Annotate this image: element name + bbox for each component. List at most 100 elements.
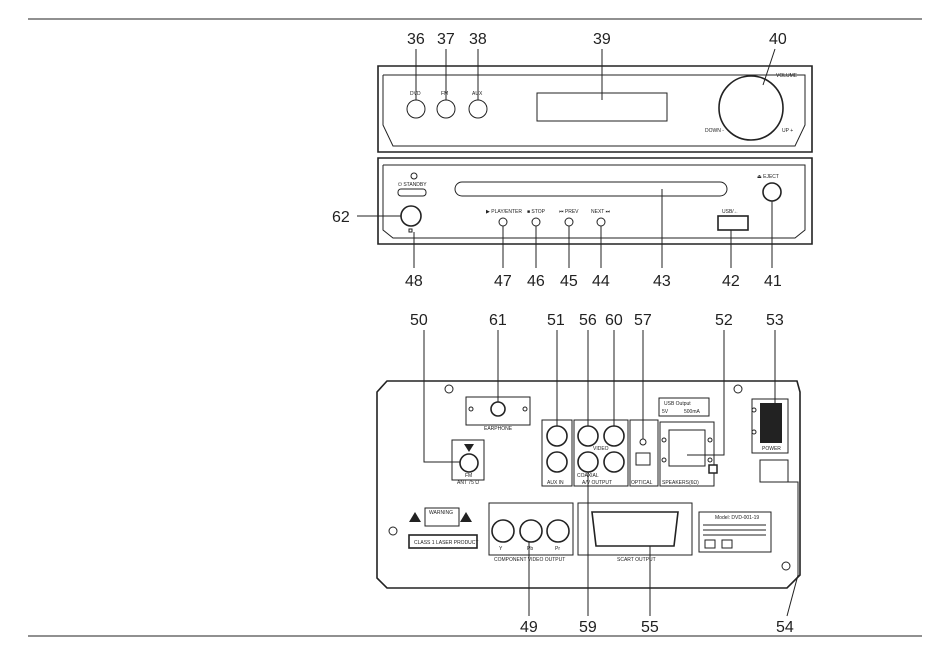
speakers-label: SPEAKERS(6Ω) <box>662 480 699 486</box>
standby-button[interactable] <box>397 188 427 197</box>
play-label: ▶ PLAY/ENTER <box>486 209 522 215</box>
model-label: Model: DVD-001-19 <box>715 515 759 521</box>
earphone-label: EARPHONE <box>484 426 513 432</box>
aux-in-panel <box>541 419 573 487</box>
callout-50: 50 <box>410 312 428 329</box>
callout-37: 37 <box>437 31 455 48</box>
power-cord-inlet <box>759 459 789 483</box>
callout-49: 49 <box>520 619 538 636</box>
callout-44: 44 <box>592 273 610 290</box>
av-output-label: A/V OUTPUT <box>582 480 612 486</box>
optical-port[interactable] <box>635 452 651 466</box>
standby-indicator <box>410 172 418 180</box>
fm-antenna-panel <box>451 439 485 481</box>
disc-slot[interactable] <box>454 181 728 197</box>
speaker-terminals[interactable] <box>668 429 706 467</box>
av-left-jack[interactable] <box>603 425 625 447</box>
laser-label: CLASS 1 LASER PRODUCT <box>414 540 478 546</box>
fm-ohm-label: ANT 75 Ω <box>457 480 479 486</box>
prev-button[interactable] <box>564 217 574 227</box>
component-pb-jack[interactable] <box>519 519 543 543</box>
scart-label: SCART OUTPUT <box>617 557 656 563</box>
callout-38: 38 <box>469 31 487 48</box>
volume-up-label: UP + <box>782 128 793 134</box>
callout-62: 62 <box>332 209 350 226</box>
fm-antenna-jack[interactable] <box>459 453 479 473</box>
av-right-jack[interactable] <box>603 451 625 473</box>
fm-ant-label: FM <box>465 473 472 479</box>
power-panel <box>751 398 789 454</box>
dvd-button[interactable] <box>406 99 426 119</box>
component-y-jack[interactable] <box>491 519 515 543</box>
power-label: POWER <box>762 446 781 452</box>
scart-connector[interactable] <box>591 511 679 547</box>
ir-sensor <box>408 228 413 233</box>
volume-label: VOLUME <box>776 73 798 79</box>
next-button[interactable] <box>596 217 606 227</box>
callout-51: 51 <box>547 312 565 329</box>
scart-panel <box>577 502 693 556</box>
usb-output-label-1: USB Output <box>664 401 691 407</box>
video-jack[interactable] <box>577 425 599 447</box>
warning-icon <box>409 512 421 522</box>
screw <box>781 561 791 571</box>
aux-label: AUX <box>472 91 483 97</box>
optical-panel <box>629 419 659 487</box>
speakers-panel <box>659 421 715 487</box>
callout-61: 61 <box>489 312 507 329</box>
earphone-jack[interactable] <box>490 401 506 417</box>
screw <box>733 384 743 394</box>
usb-output-label-2: 5V <box>662 409 669 415</box>
front-lower-panel: ⏻ STANDBY ▶ PLAY/ENTER ■ STOP ⏮ PREV NEX… <box>377 157 813 245</box>
component-pr-jack[interactable] <box>546 519 570 543</box>
ground-terminal <box>708 464 718 474</box>
play-button[interactable] <box>498 217 508 227</box>
laser-sticker <box>408 534 478 549</box>
standby-label: ⏻ STANDBY <box>398 182 427 188</box>
usb-output-label-3: 500mA <box>684 409 701 415</box>
volume-down-label: DOWN - <box>705 128 724 134</box>
callout-55: 55 <box>641 619 659 636</box>
aux-button[interactable] <box>468 99 488 119</box>
warning-label: WARNING <box>429 510 453 516</box>
screw <box>444 384 454 394</box>
power-switch[interactable] <box>760 403 782 443</box>
pr-label: Pr <box>555 546 560 552</box>
callout-36: 36 <box>407 31 425 48</box>
callout-41: 41 <box>764 273 782 290</box>
callout-53: 53 <box>766 312 784 329</box>
prev-label: ⏮ PREV <box>559 209 579 215</box>
callout-47: 47 <box>494 273 512 290</box>
model-sticker <box>698 511 772 553</box>
volume-knob[interactable] <box>718 75 784 141</box>
usb-label: USB/← <box>722 209 739 215</box>
component-label: COMPONENT VIDEO OUTPUT <box>494 557 565 563</box>
callout-52: 52 <box>715 312 733 329</box>
stop-label: ■ STOP <box>527 209 546 215</box>
callout-54: 54 <box>776 619 794 636</box>
earphone-jack-front[interactable] <box>400 205 422 227</box>
callout-48: 48 <box>405 273 423 290</box>
stop-button[interactable] <box>531 217 541 227</box>
antenna-icon <box>464 444 474 452</box>
leader-lines <box>357 48 799 617</box>
callout-45: 45 <box>560 273 578 290</box>
fm-label: FM <box>441 91 448 97</box>
eject-button[interactable] <box>762 182 782 202</box>
pb-label: Pb <box>527 546 533 552</box>
av-output-panel <box>573 419 629 487</box>
coaxial-jack[interactable] <box>577 451 599 473</box>
callout-57: 57 <box>634 312 652 329</box>
usb-output-box <box>658 397 710 417</box>
eject-label: ⏏ EJECT <box>757 174 779 180</box>
component-video-panel <box>488 502 574 556</box>
optical-label: OPTICAL <box>631 480 653 486</box>
usb-port[interactable] <box>717 215 749 231</box>
aux-in-right-jack[interactable] <box>546 451 568 473</box>
callout-56: 56 <box>579 312 597 329</box>
aux-in-left-jack[interactable] <box>546 425 568 447</box>
fm-button[interactable] <box>436 99 456 119</box>
video-label: VIDEO <box>593 446 609 452</box>
